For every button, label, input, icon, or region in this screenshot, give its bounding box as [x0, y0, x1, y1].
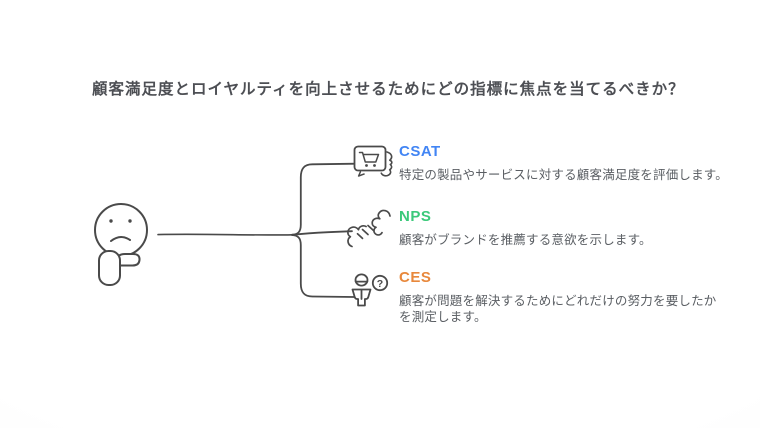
branch-ces-description: 顧客が問題を解決するためにどれだけの努力を要したかを測定します。 — [399, 294, 717, 324]
connector-main — [157, 233, 293, 236]
branch-ces: CES 顧客が問題を解決するためにどれだけの努力を要したかを測定します。 — [399, 270, 729, 325]
branch-ces-label: CES — [399, 269, 432, 286]
connector-csat — [291, 162, 359, 236]
branch-nps-description: 顧客がブランドを推薦する意欲を示します。 — [399, 233, 652, 247]
branch-connectors — [157, 162, 359, 298]
svg-text:?: ? — [377, 278, 383, 290]
speech-bubble-cart-icon — [353, 145, 393, 177]
branch-nps-label: NPS — [399, 208, 432, 225]
thinking-face-icon — [94, 203, 148, 286]
branch-csat-description: 特定の製品やサービスに対する顧客満足度を評価します。 — [399, 168, 728, 182]
page-title: 顧客満足度とロイヤルティを向上させるためにどの指標に焦点を当てるべきか？ — [92, 81, 685, 98]
person-question-icon: ? — [351, 273, 389, 307]
branch-csat-label: CSAT — [399, 143, 441, 160]
handshake-icon — [347, 209, 391, 248]
connector-ces — [291, 234, 356, 298]
connector-nps — [291, 230, 353, 236]
branch-nps: NPS 顧客がブランドを推薦する意欲を示します。 — [399, 209, 729, 248]
branch-csat: CSAT 特定の製品やサービスに対する顧客満足度を評価します。 — [399, 144, 729, 183]
